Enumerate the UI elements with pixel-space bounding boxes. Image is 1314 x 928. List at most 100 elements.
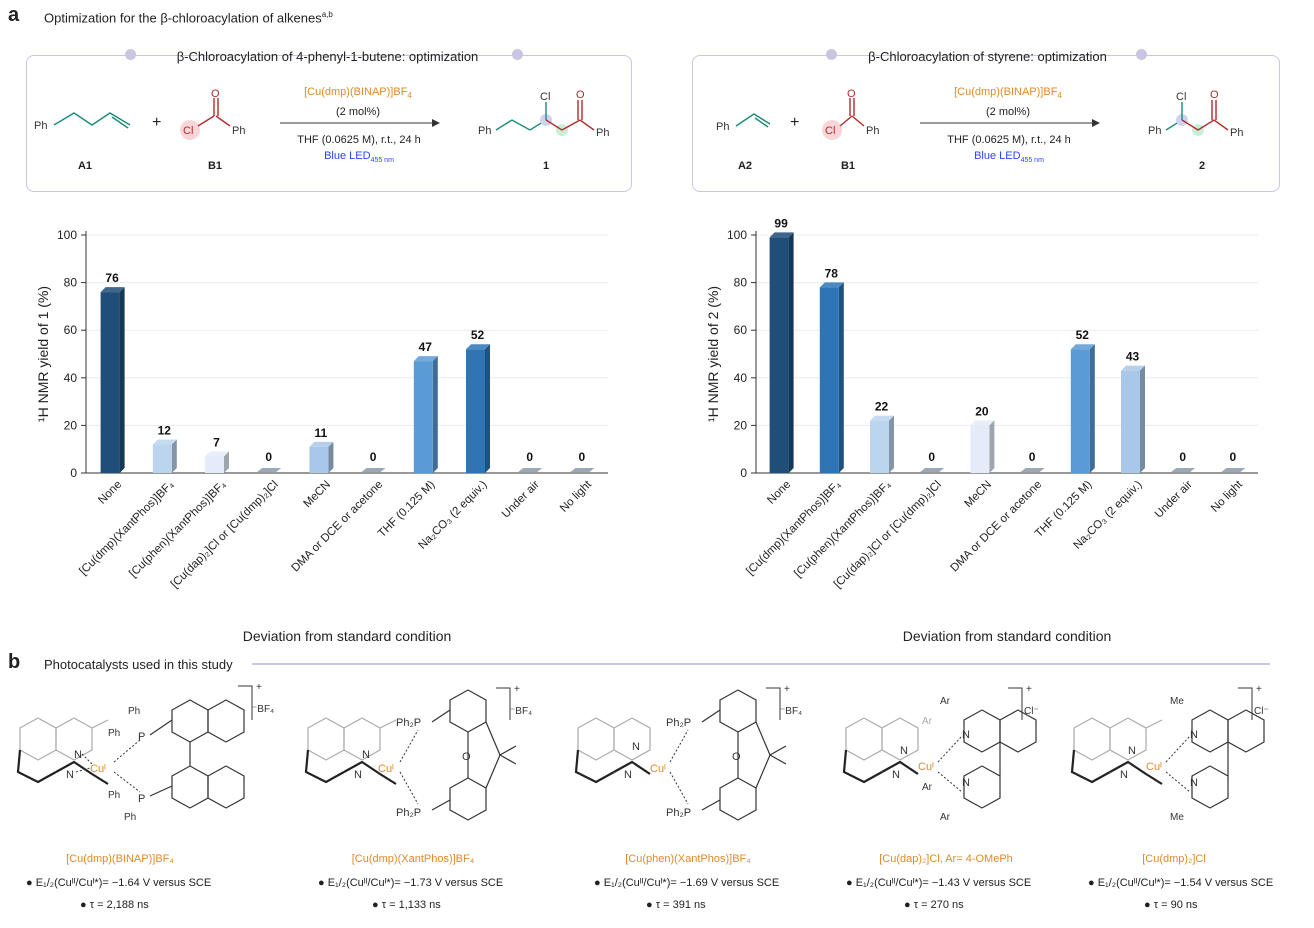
x-tick-label: [Cu(phen)(XantPhos)]BF₄ (792, 478, 894, 580)
bar-side (224, 451, 229, 473)
cat5-e-half-text: E₁/₂(Cuᴵᴵ/Cuᴵ*)= −1.54 V versus SCE (1097, 877, 1274, 889)
bar-front (970, 425, 990, 473)
cat4-tau: ● τ = 270 ns (904, 899, 964, 911)
cat5-n-a: N (1128, 745, 1136, 757)
plot-area: 02040608010099None78[Cu(dmp)(XantPhos)]B… (705, 216, 1258, 644)
x-tick-label: [Cu(dmp)(XantPhos)]BF₄ (744, 478, 843, 577)
cat1-cu: Cuᴵ (90, 763, 106, 775)
x-tick-label: Under air (500, 479, 542, 521)
y-tick-label: 100 (57, 228, 77, 242)
cat1-name: [Cu(dmp)(BINAP)]BF₄ (66, 853, 174, 865)
bar-front (466, 349, 485, 473)
cat1-tau-text: τ = 2,188 ns (89, 899, 149, 911)
bar (819, 282, 844, 473)
bar (1221, 468, 1246, 472)
cat3-tau: ● τ = 391 ns (646, 899, 706, 911)
panel-a-title-sup: a,b (321, 10, 333, 19)
bar-front (413, 361, 433, 473)
cat3-o: O (732, 751, 741, 763)
y-tick-label: 100 (727, 228, 747, 242)
panel-b-letter: b (8, 651, 21, 673)
y-tick-label: 20 (64, 418, 78, 432)
cat1-e-half: ● E₁/₂(Cuᴵᴵ/Cuᴵ*)= −1.64 V versus SCE (26, 877, 212, 889)
x-tick-label: No light (558, 478, 595, 515)
bar-side (119, 287, 125, 473)
cat1-p-upper: P (138, 731, 145, 743)
molecule-b1-right: Cl O Ph (822, 88, 879, 140)
x-tick-label: None (765, 479, 793, 507)
structure-cu-dap2: Ar Ar N N Cuᴵ N N Ar Ar + Cl⁻ (842, 684, 1039, 823)
scheme-right-dot-left (826, 49, 837, 60)
molecule-a1: Ph (34, 112, 131, 132)
panel-b-title: Photocatalysts used in this study (44, 657, 233, 672)
a2-ph-label: Ph (716, 121, 729, 133)
cat5-n-b: N (1120, 769, 1128, 781)
bar (205, 451, 229, 473)
scheme-right-title: β-Chloroacylation of styrene: optimizati… (868, 49, 1107, 64)
scheme-left-light: Blue LED455 nm (270, 148, 448, 169)
cat5-tau: ● τ = 90 ns (1144, 899, 1198, 911)
bar-side (889, 415, 894, 473)
bar-front (309, 446, 329, 473)
p2-cl-label: Cl (1176, 91, 1186, 103)
cat3-cu: Cuᴵ (650, 763, 666, 775)
scheme-left-conditions-top: [Cu(dmp)(BINAP)]BF4 (2 mol%) (278, 84, 438, 120)
cat5-name: [Cu(dmp)₂]Cl (1142, 853, 1206, 865)
cat2-name: [Cu(dmp)(XantPhos)]BF₄ (351, 853, 475, 865)
cat2-cu: Cuᴵ (378, 763, 394, 775)
bar-top (769, 232, 794, 238)
scheme-right-light-sub: 455 nm (1020, 157, 1044, 165)
x-axis-label: Deviation from standard condition (243, 628, 452, 644)
chart-yield-2: 02040608010099None78[Cu(dmp)(XantPhos)]B… (705, 216, 1258, 644)
cat4-n-a: N (900, 745, 908, 757)
panel-b-divider (252, 663, 1270, 665)
cat1-n-upper: N (74, 749, 82, 761)
scheme-right-loading: (2 mol%) (985, 106, 1030, 119)
scheme-right-catalyst: [Cu(dmp)(BINAP)]BF4 (928, 84, 1088, 104)
bar (466, 344, 490, 473)
bar-zero (570, 468, 595, 472)
scheme-left-conditions-bottom: THF (0.0625 M), r.t., 24 h Blue LED455 n… (270, 132, 448, 169)
data-label: 99 (774, 216, 788, 230)
y-tick-label: 40 (64, 371, 78, 385)
cat1-charge: + (256, 682, 262, 693)
scheme-right-dot-right (1136, 49, 1147, 60)
scheme-left-loading: (2 mol%) (335, 106, 380, 119)
p1-ph-right-label: Ph (596, 127, 609, 139)
cat4-ar-bottom: Ar (940, 812, 951, 823)
scheme-right-plus: + (790, 114, 800, 131)
bar-top (100, 287, 125, 293)
bar-side (989, 420, 995, 473)
p1-o-label: O (576, 89, 585, 101)
bar (1121, 365, 1145, 473)
cat4-n-d: N (962, 777, 970, 789)
bar (100, 287, 125, 473)
y-axis-label: ¹H NMR yield of 1 (%) (35, 286, 51, 422)
bar-zero (1221, 468, 1246, 472)
data-label: 0 (1179, 450, 1186, 464)
cat5-n-d: N (1190, 777, 1198, 789)
data-label: 0 (1230, 450, 1237, 464)
data-label: 43 (1126, 350, 1140, 364)
bar-side (788, 232, 794, 473)
x-tick-label: Under air (1153, 479, 1195, 521)
cat4-n-c: N (962, 729, 970, 741)
scheme-left-arrow (280, 119, 440, 127)
bar (361, 468, 386, 472)
p1-ph-left-label: Ph (478, 125, 491, 137)
bar-front (205, 456, 224, 473)
y-tick-label: 0 (740, 466, 747, 480)
cat2-tau: ● τ = 1,133 ns (372, 899, 441, 911)
scheme-right-catalyst-sub: 4 (1057, 91, 1062, 101)
scheme-left-a1-label: A1 (77, 160, 93, 172)
bar (257, 468, 282, 472)
data-label: 0 (265, 450, 272, 464)
y-axis-label: ¹H NMR yield of 2 (%) (705, 286, 721, 422)
b1-right-ph-label: Ph (866, 125, 879, 137)
cat1-e-half-text: E₁/₂(Cuᴵᴵ/Cuᴵ*)= −1.64 V versus SCE (35, 877, 212, 889)
bar-zero (361, 468, 386, 472)
cat1-tau: ● τ = 2,188 ns (80, 899, 149, 911)
data-label: 0 (1029, 450, 1036, 464)
bar (870, 415, 894, 473)
cat4-ar-lower-left: Ar (922, 782, 933, 793)
